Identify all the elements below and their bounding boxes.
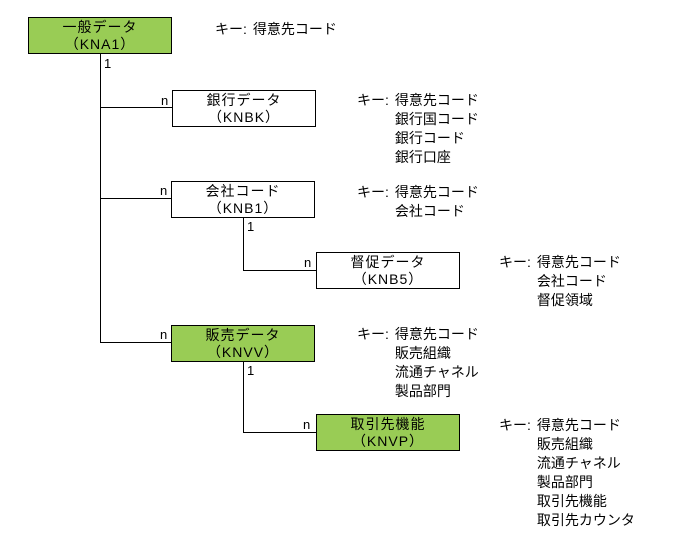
key-line: 得意先コード xyxy=(252,21,337,37)
keys-knb5: キー: 得意先コード 会社コード 督促領域 xyxy=(499,253,621,310)
node-knvp-title: 取引先機能 xyxy=(350,416,426,432)
cardinality-knvv-1: 1 xyxy=(247,363,255,378)
node-knvp: 取引先機能 （KNVP） xyxy=(316,414,460,451)
cardinality-knb1-1: 1 xyxy=(247,219,255,234)
node-knb5-title: 督促データ xyxy=(350,254,426,270)
node-kna1-title: 一般データ xyxy=(62,19,138,35)
node-knvv-code: （KNVV） xyxy=(206,344,280,360)
connector-knvv-trunk xyxy=(243,361,244,432)
node-kna1-code: （KNA1） xyxy=(64,36,136,52)
cardinality-kna1-1: 1 xyxy=(104,56,112,71)
key-line: 会社コード xyxy=(394,203,465,219)
key-line: 得意先コード xyxy=(394,92,479,108)
key-line: 販売組織 xyxy=(394,345,451,361)
key-line: 流通チャネル xyxy=(394,364,479,380)
connector-branch-knb1 xyxy=(100,198,171,199)
node-knb5-code: （KNB5） xyxy=(352,271,424,287)
connector-branch-knvp xyxy=(243,432,316,433)
key-line: 銀行口座 xyxy=(394,149,451,165)
connector-branch-knbk xyxy=(100,107,172,108)
key-line: 製品部門 xyxy=(536,474,593,490)
node-knb1-code: （KNB1） xyxy=(207,200,279,216)
node-knbk: 銀行データ （KNBK） xyxy=(172,90,316,127)
keys-knb1: キー: 得意先コード 会社コード xyxy=(357,183,479,221)
key-line: 販売組織 xyxy=(536,436,593,452)
keys-knvp-label: キー: xyxy=(499,417,531,433)
keys-knb5-label: キー: xyxy=(499,254,531,270)
connector-branch-knb5 xyxy=(243,270,316,271)
node-knb1: 会社コード （KNB1） xyxy=(171,181,315,218)
key-line: 得意先コード xyxy=(536,254,621,270)
keys-knbk-label: キー: xyxy=(357,92,389,108)
key-line: 製品部門 xyxy=(394,383,451,399)
key-line: 督促領域 xyxy=(536,292,593,308)
node-knvv: 販売データ （KNVV） xyxy=(171,325,315,362)
keys-knb1-label: キー: xyxy=(357,184,389,200)
cardinality-knb5-n: n xyxy=(304,255,312,270)
keys-kna1: キー: 得意先コード xyxy=(215,20,337,39)
key-line: 得意先コード xyxy=(394,184,479,200)
key-line: 銀行コード xyxy=(394,130,465,146)
keys-knvv: キー: 得意先コード 販売組織 流通チャネル 製品部門 xyxy=(357,325,479,401)
keys-knvv-label: キー: xyxy=(357,326,389,342)
key-line: 得意先コード xyxy=(536,417,621,433)
key-line: 会社コード xyxy=(536,273,607,289)
node-kna1: 一般データ （KNA1） xyxy=(28,17,172,54)
key-line: 取引先機能 xyxy=(536,493,607,509)
node-knvp-code: （KNVP） xyxy=(351,433,425,449)
key-line: 流通チャネル xyxy=(536,455,621,471)
key-line: 銀行国コード xyxy=(394,111,479,127)
cardinality-knbk-n: n xyxy=(161,93,169,108)
keys-knvp: キー: 得意先コード 販売組織 流通チャネル 製品部門 取引先機能 取引先カウン… xyxy=(499,416,635,530)
node-knb5: 督促データ （KNB5） xyxy=(316,252,460,289)
connector-branch-knvv xyxy=(100,342,171,343)
keys-kna1-label: キー: xyxy=(215,21,247,37)
node-knbk-title: 銀行データ xyxy=(206,92,282,108)
key-line: 取引先カウンタ xyxy=(536,512,635,528)
cardinality-knb1-n: n xyxy=(160,183,168,198)
node-knb1-title: 会社コード xyxy=(205,183,281,199)
connector-knb1-trunk xyxy=(243,217,244,270)
cardinality-knvv-n: n xyxy=(160,327,168,342)
key-line: 得意先コード xyxy=(394,326,479,342)
cardinality-knvp-n: n xyxy=(303,417,311,432)
node-knbk-code: （KNBK） xyxy=(207,109,281,125)
node-knvv-title: 販売データ xyxy=(205,327,281,343)
keys-knbk: キー: 得意先コード 銀行国コード 銀行コード 銀行口座 xyxy=(357,91,479,167)
